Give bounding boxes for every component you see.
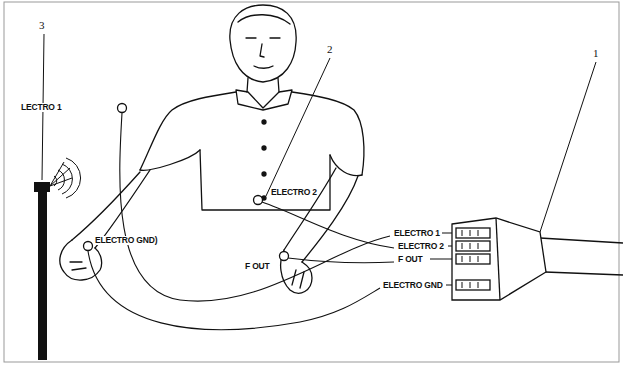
wire [120, 113, 390, 301]
electrodes [84, 104, 289, 261]
shirt-body [200, 150, 330, 210]
pole-head [34, 182, 50, 192]
sleeve-left [140, 150, 200, 170]
shoulder-left [140, 92, 236, 170]
electrode [254, 196, 263, 205]
signal-name: ELECTRO 2 [397, 242, 445, 251]
connector-slot [456, 254, 490, 264]
callout-number: 1 [592, 48, 600, 59]
connector [452, 218, 623, 300]
leader-line [540, 62, 596, 232]
arm-right-inner [284, 168, 336, 250]
hair [238, 15, 290, 24]
head [230, 5, 296, 82]
wires [88, 113, 456, 330]
connector-slot [456, 280, 490, 290]
connector-edge [496, 218, 500, 300]
arm-left-inner [72, 172, 140, 240]
callout-number: 2 [326, 44, 334, 55]
signal-name: ELECTRO 1 [393, 229, 441, 238]
connector-slot [456, 241, 490, 251]
pole-shaft [38, 184, 47, 360]
fingers-left [70, 262, 86, 270]
wire [262, 202, 394, 248]
sleeve-right [330, 155, 362, 176]
cable [540, 238, 623, 275]
pole [34, 158, 81, 360]
button [262, 120, 266, 124]
electrode [280, 252, 289, 261]
hand-left [60, 240, 102, 280]
person-figure [60, 5, 364, 293]
frame [4, 2, 619, 362]
slot-contacts [462, 230, 478, 288]
emission-waves [50, 158, 81, 198]
wire [88, 251, 380, 330]
callout-number: 3 [38, 20, 46, 31]
button [262, 172, 266, 176]
electrode [84, 242, 93, 251]
electrode-label: ELECTRO 2 [270, 188, 318, 197]
electrode [118, 104, 127, 113]
electrode-label: LECTRO 1 [20, 103, 62, 112]
button [262, 146, 266, 150]
electrode-label: ELECTRO GND) [94, 236, 158, 245]
wire [288, 258, 394, 263]
shoulder-right [292, 92, 364, 175]
electrode-label: F OUT [244, 262, 271, 271]
connector-housing [452, 218, 546, 300]
signal-name: F OUT [397, 255, 424, 264]
leader-lines [42, 34, 596, 232]
leader-line [266, 58, 330, 196]
collar [236, 90, 292, 110]
signal-name: ELECTRO GND [382, 281, 444, 290]
neck [247, 78, 279, 92]
face [246, 38, 280, 68]
connector-slot [456, 228, 490, 238]
